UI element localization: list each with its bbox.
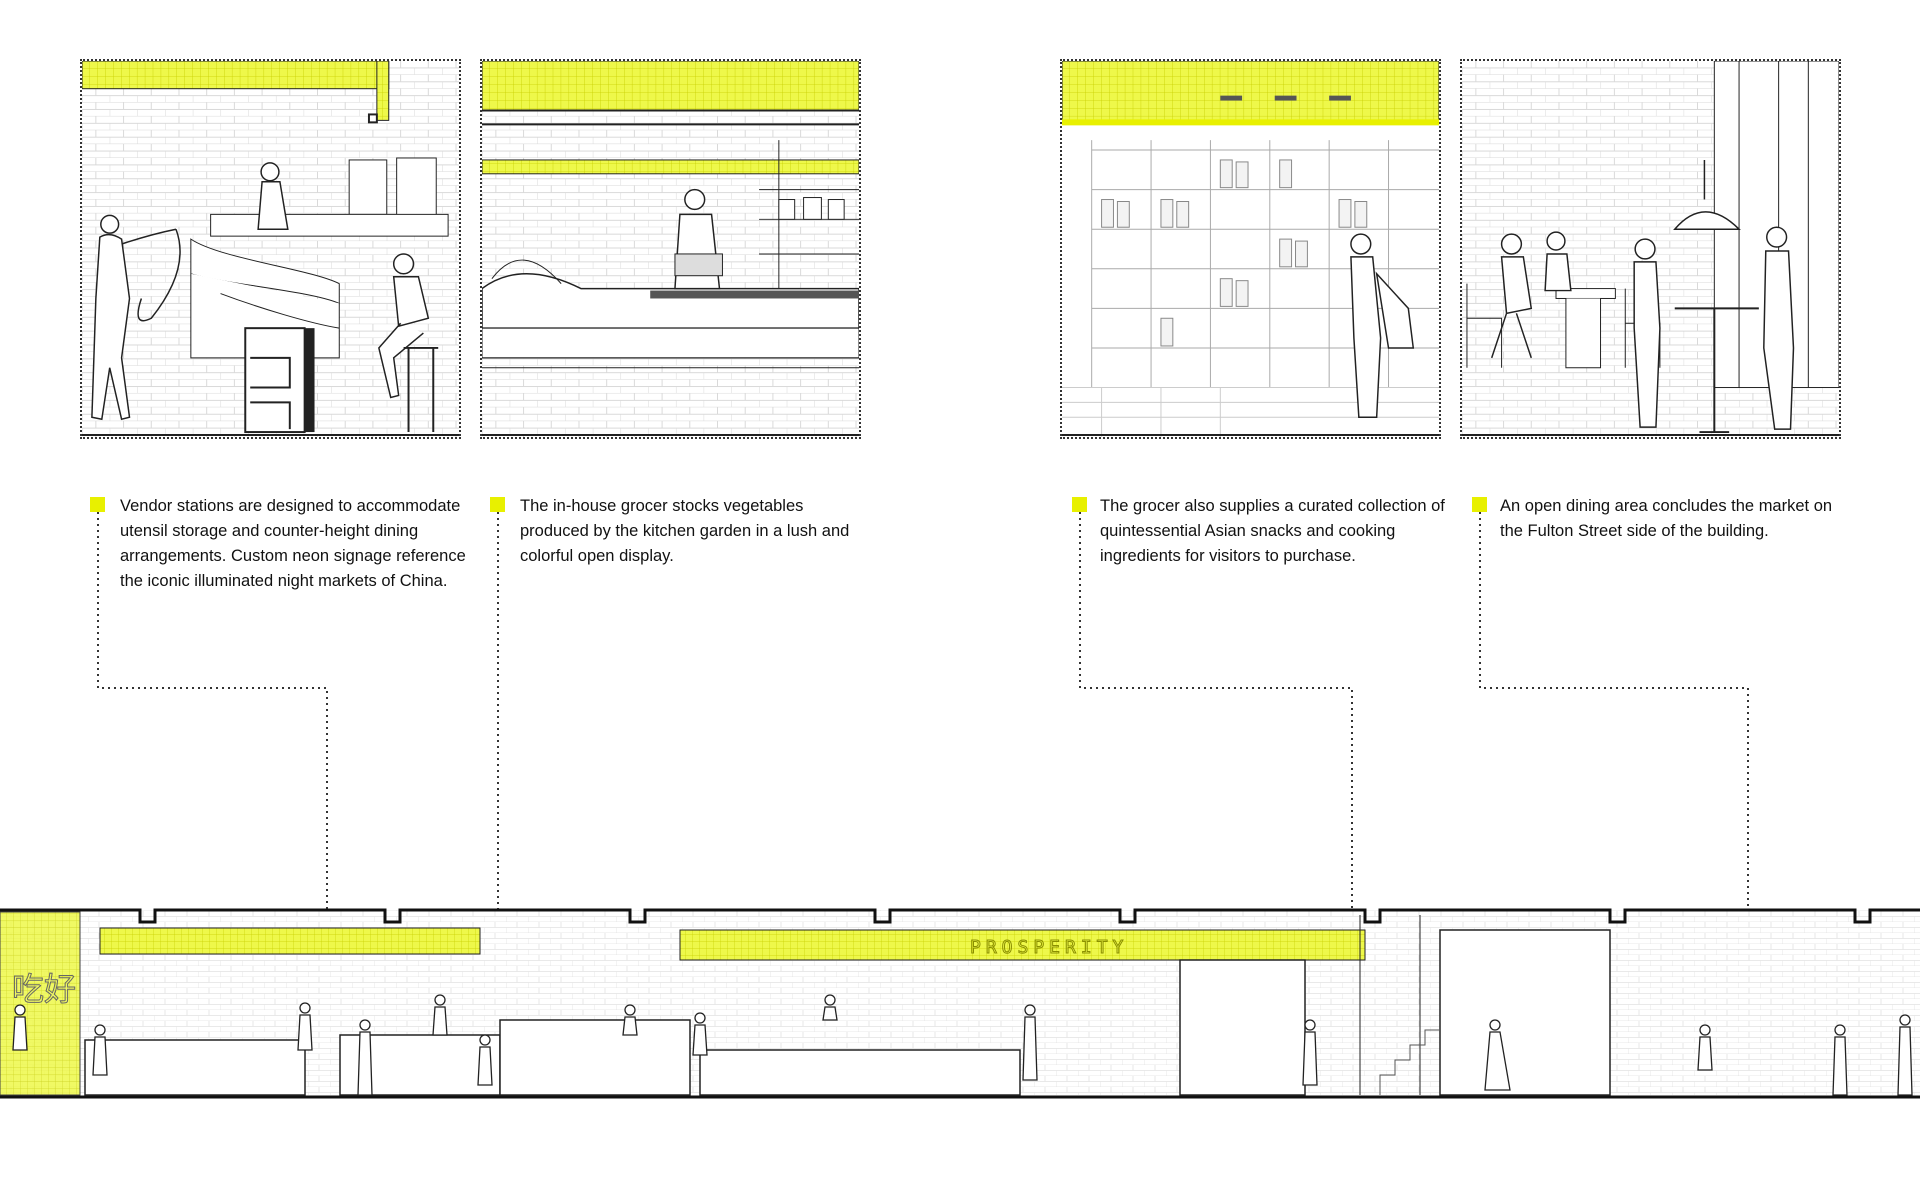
figure-6 — [477, 1034, 493, 1086]
snack-shelving — [1179, 959, 1306, 1096]
vignette-grocer-produce — [480, 59, 861, 439]
produce-display — [699, 1049, 1021, 1096]
neon-characters: 吃好 — [12, 970, 76, 1008]
market-long-section: PROSPERITY 吃好 — [0, 908, 1920, 1099]
figure-12 — [1484, 1019, 1511, 1091]
neon-canopy-2 — [679, 929, 1366, 961]
vignette-open-dining — [1460, 59, 1841, 439]
figure-1 — [12, 1004, 28, 1051]
caption-marker-2 — [490, 497, 505, 512]
vignette-snack-shelves — [1060, 59, 1441, 439]
figure-5 — [432, 994, 448, 1036]
figure-7 — [622, 1004, 638, 1036]
roof-line — [0, 908, 1920, 924]
neon-canopy-1 — [99, 927, 481, 955]
caption-marker-1 — [90, 497, 105, 512]
figure-10 — [1022, 1004, 1038, 1081]
vendor-counter-1 — [84, 1039, 306, 1096]
figure-11 — [1302, 1019, 1318, 1086]
open-dining-illustration — [1462, 61, 1839, 437]
caption-grocer-produce: The in-house grocer stocks vegetables pr… — [520, 497, 850, 565]
caption-open-dining: An open dining area concludes the market… — [1500, 497, 1833, 540]
neon-canopy-left — [0, 911, 81, 1096]
stair — [1379, 1029, 1440, 1095]
figure-9 — [822, 994, 838, 1021]
caption-snack-shelves: The grocer also supplies a curated colle… — [1100, 497, 1445, 565]
vignette-vendor-stations — [80, 59, 461, 439]
grocer-counter — [499, 1019, 691, 1096]
grocer-produce-illustration — [482, 61, 859, 437]
caption-vendor-stations: Vendor stations are designed to accommod… — [120, 497, 466, 590]
figure-2 — [92, 1024, 108, 1076]
snack-shelves-illustration — [1062, 61, 1439, 437]
caption-marker-3 — [1072, 497, 1087, 512]
caption-marker-4 — [1472, 497, 1487, 512]
prosperity-sign: PROSPERITY — [970, 937, 1128, 958]
figure-8 — [692, 1012, 708, 1056]
vendor-station-illustration — [82, 61, 459, 437]
figure-15 — [1897, 1014, 1913, 1096]
glass-enclosure — [1439, 929, 1611, 1096]
figure-14 — [1832, 1024, 1848, 1096]
figure-4 — [357, 1019, 373, 1096]
figure-13 — [1697, 1024, 1713, 1071]
figure-3 — [297, 1002, 313, 1051]
